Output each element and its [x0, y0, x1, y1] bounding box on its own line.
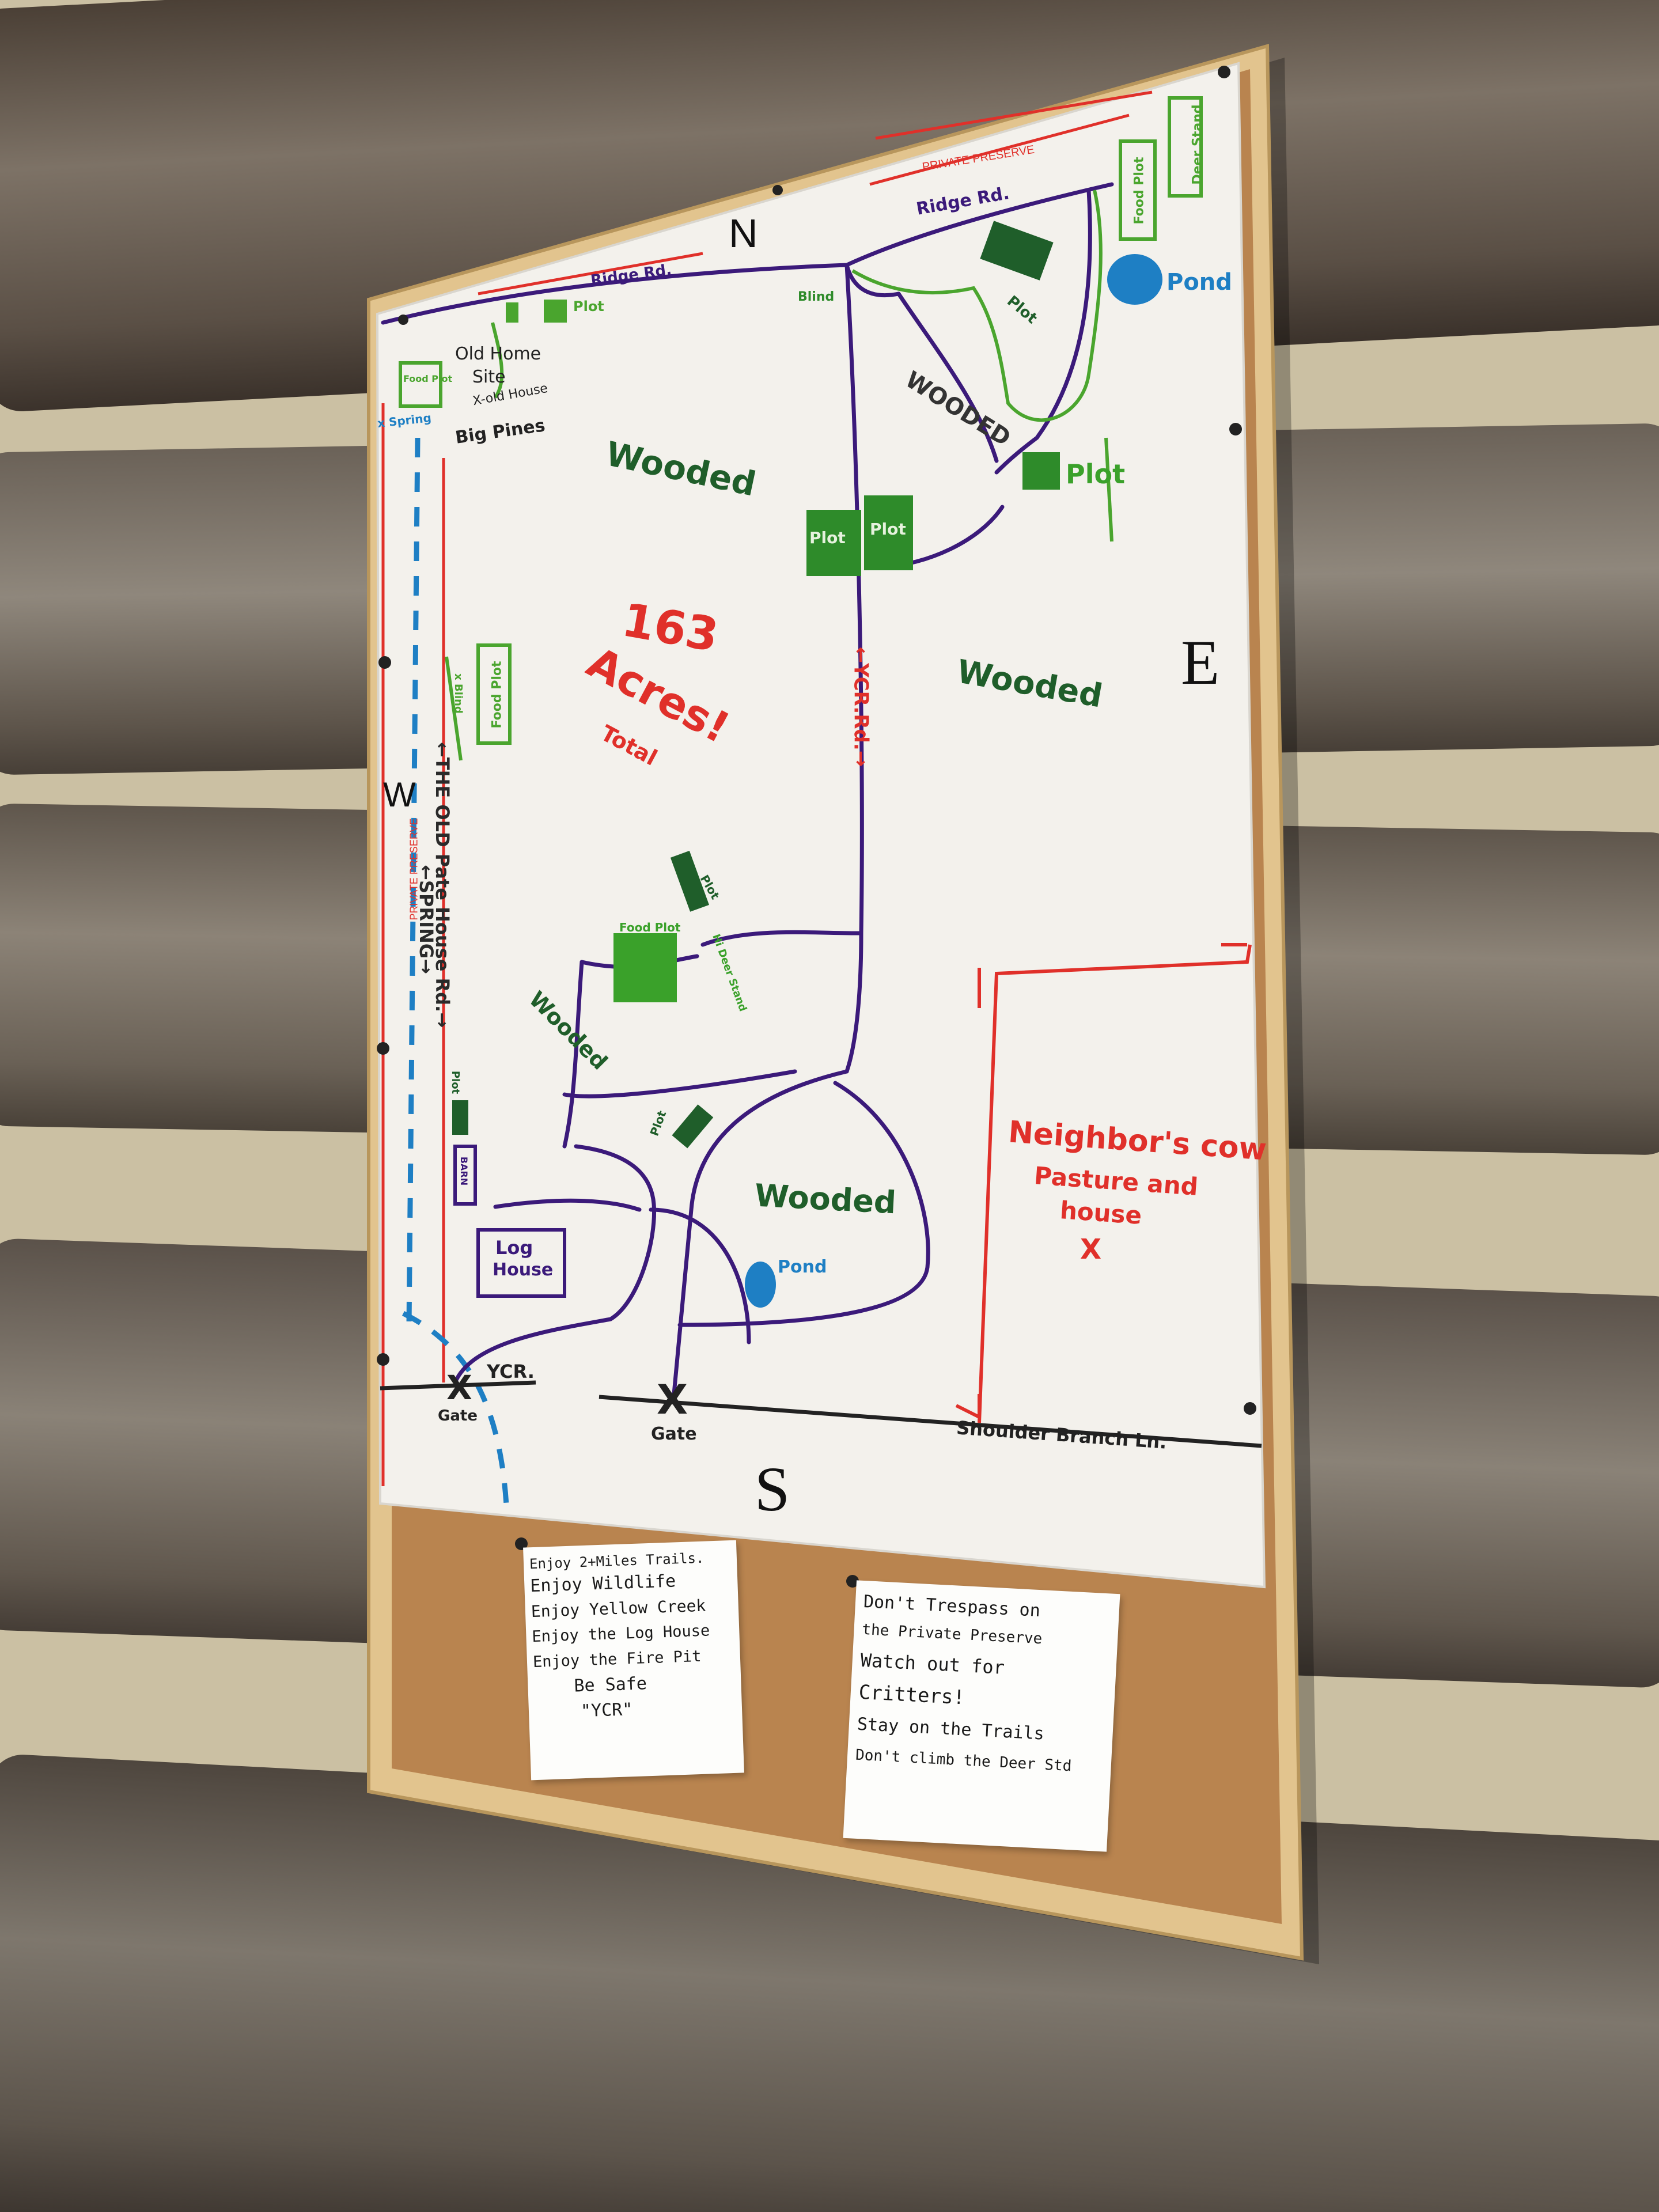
old-home-site-label-2: Site	[472, 367, 506, 387]
ycr-rd-label: ←YCR.Rd.→	[849, 646, 873, 767]
road-network	[381, 182, 1114, 1396]
food-plot-nw-label: Food Plot	[403, 373, 453, 384]
food-plot-center-label: Food Plot	[619, 921, 681, 934]
compass-north: N	[729, 211, 758, 256]
gate-west-marker: X	[446, 1368, 472, 1407]
map-paper	[376, 62, 1266, 1589]
old-home-site-label: Old Home	[455, 344, 541, 364]
note-left: Enjoy 2+Miles Trails. Enjoy Wildlife Enj…	[523, 1540, 744, 1781]
plot-nw-label: Plot	[573, 298, 604, 315]
ycr-gate-label: YCR.	[487, 1361, 535, 1382]
compass-south: S	[755, 1454, 790, 1524]
compass-east: E	[1181, 627, 1220, 698]
neighbor-label-3: house	[1059, 1196, 1143, 1230]
pond-ne-label: Pond	[1166, 269, 1232, 296]
spring-trail-line	[402, 437, 510, 1516]
preserve-boundary	[381, 90, 1153, 1486]
food-plot-ne-label: Food Plot	[1132, 157, 1147, 225]
neighbor-house-marker: X	[1080, 1233, 1102, 1266]
plot-west-small-label: Plot	[449, 1070, 462, 1094]
pond-s-label: Pond	[778, 1257, 827, 1277]
buildings	[453, 1145, 566, 1298]
gate-west-label: Gate	[438, 1407, 478, 1425]
log-house-label-2: House	[493, 1260, 554, 1280]
plot-markers	[452, 221, 1060, 1149]
deer-stand-ne-label: Deer Stand	[1190, 104, 1205, 185]
plot-outlines	[399, 96, 1203, 745]
note-right: Don't Trespass on the Private Preserve W…	[843, 1580, 1120, 1852]
plot-center-1-label: Plot	[809, 528, 846, 547]
log-house-label: Log	[495, 1237, 533, 1259]
compass-west: W	[383, 775, 416, 814]
shoulder-branch-road	[380, 1380, 1262, 1448]
blind-north-label: Blind	[798, 290, 835, 304]
plot-east-label: Plot	[1066, 459, 1126, 490]
gate-south-label: Gate	[651, 1424, 697, 1444]
wooded-s-label: Wooded	[753, 1177, 897, 1221]
neighbor-pasture-boundary	[955, 943, 1252, 1423]
blind-west-label: x Blind	[452, 673, 464, 714]
barn-label: BARN	[459, 1156, 470, 1186]
plot-center-2-label: Plot	[870, 520, 906, 539]
green-trail	[445, 190, 1113, 761]
pond-ne-shape	[1107, 254, 1162, 305]
food-plot-west-label: Food Plot	[490, 661, 505, 729]
gate-south-marker: X	[657, 1376, 688, 1423]
spring-trail-label: ←SPRING→	[415, 865, 437, 974]
pond-s-shape	[745, 1262, 776, 1308]
